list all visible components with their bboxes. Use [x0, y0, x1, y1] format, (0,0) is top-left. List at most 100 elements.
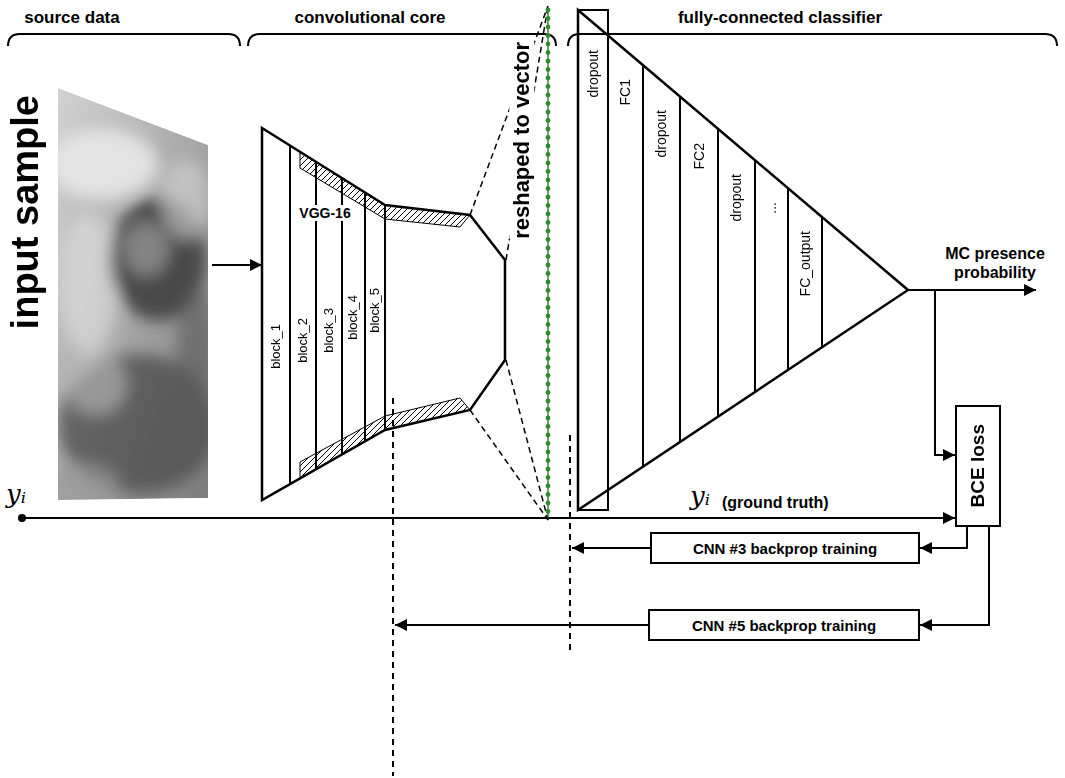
vector-element [546, 441, 551, 446]
feature-vector: reshaped to vector [506, 6, 556, 520]
vector-element [546, 84, 551, 89]
classifier-outline [578, 10, 908, 510]
vector-element [546, 8, 551, 13]
conv-block: block_2 [294, 316, 313, 365]
vector-element [546, 212, 551, 217]
vector-element [546, 509, 551, 514]
model-name: VGG-16 [297, 205, 352, 221]
cloud-blob [176, 286, 216, 406]
flow-arrow [920, 527, 989, 625]
cloud-blob [66, 354, 126, 414]
layer-divider [821, 217, 823, 347]
satellite-image [38, 88, 218, 504]
layer-divider [679, 97, 681, 442]
block-divider [384, 205, 386, 430]
layer-band: FC1 [615, 77, 636, 108]
layer-divider [754, 160, 756, 392]
vector-element [546, 314, 551, 319]
vector-element [546, 271, 551, 276]
target-symbol: yᵢ [690, 482, 710, 511]
vector-element [546, 16, 551, 21]
vector-element [546, 433, 551, 438]
vector-element [546, 288, 551, 293]
vector-element [546, 33, 551, 38]
projection-connector [506, 6, 548, 520]
target-arrow [22, 517, 955, 519]
vector-element [546, 246, 551, 251]
process-label: CNN #5 backprop training [692, 617, 876, 634]
vector-element [546, 50, 551, 55]
vgg-outline [262, 128, 505, 500]
vector-element [546, 161, 551, 166]
vector-element [546, 59, 551, 64]
vector-element [546, 399, 551, 404]
conv-core: convolutional coreVGG-16block_1block_2bl… [262, 126, 506, 504]
cloud-blob [161, 159, 211, 239]
layer-label: FC2 [691, 143, 707, 169]
loss-label: BCE loss [967, 424, 989, 507]
vector-element [546, 331, 551, 336]
shape-outline [262, 126, 506, 504]
vector-element [546, 458, 551, 463]
loss-box: BCE loss [955, 405, 1001, 527]
vector-element [546, 424, 551, 429]
backprop-arrow [395, 624, 648, 626]
conv-block: block_5 [367, 287, 384, 334]
vector-element [546, 322, 551, 327]
vector-element [546, 229, 551, 234]
target-note: (ground truth) [722, 494, 829, 512]
block-label: block_5 [368, 288, 383, 333]
block-label: block_4 [346, 295, 361, 340]
vector-element [546, 186, 551, 191]
block-label: block_1 [269, 324, 284, 369]
vector-element [546, 475, 551, 480]
vector-element [546, 144, 551, 149]
block-label: block_3 [322, 308, 337, 353]
cloud-blob [58, 214, 118, 354]
vector-element [546, 348, 551, 353]
vector-element [546, 492, 551, 497]
section-bracket [8, 34, 240, 46]
layer-band: FC_output [795, 229, 816, 299]
layer-band: dropout [651, 108, 672, 160]
cloud-blob [38, 464, 118, 504]
flow-arrow [212, 264, 262, 266]
layer-label: dropout [585, 50, 601, 97]
vector-element [546, 365, 551, 370]
section-heading: fully-connected classifier [678, 8, 882, 28]
vector-element [546, 195, 551, 200]
vector-label: reshaped to vector [509, 42, 534, 239]
cloud-blob [124, 223, 168, 275]
section-bracket [568, 34, 1057, 46]
input-layer-outline [578, 10, 608, 510]
layer-label: FC_output [797, 231, 813, 296]
vector-element [546, 110, 551, 115]
sample-label: input sample [4, 95, 48, 329]
vector-element [546, 450, 551, 455]
classifier: fully-connected classifierdropoutFC1drop… [578, 10, 910, 510]
vector-element [546, 135, 551, 140]
conv-block: block_1 [267, 322, 286, 371]
vector-element [546, 152, 551, 157]
vector-element [546, 356, 551, 361]
block-divider [289, 146, 291, 485]
vector-element [546, 390, 551, 395]
vector-element [546, 42, 551, 47]
backprop-arrow [572, 547, 650, 549]
vector-element [546, 220, 551, 225]
flow-arrow [920, 527, 967, 548]
vector-element [546, 297, 551, 302]
output-label: MC presence probability [932, 244, 1058, 282]
layer-divider [642, 65, 644, 467]
vector-element [546, 237, 551, 242]
layer-band: dropout [726, 172, 747, 224]
vector-element [546, 280, 551, 285]
section-heading: source data [24, 8, 119, 28]
vector-element [546, 467, 551, 472]
process-label: CNN #3 backprop training [693, 540, 877, 557]
vector-element [546, 484, 551, 489]
vector-element [546, 339, 551, 344]
vector-element [546, 416, 551, 421]
vector-element [546, 501, 551, 506]
vector-element [546, 254, 551, 259]
